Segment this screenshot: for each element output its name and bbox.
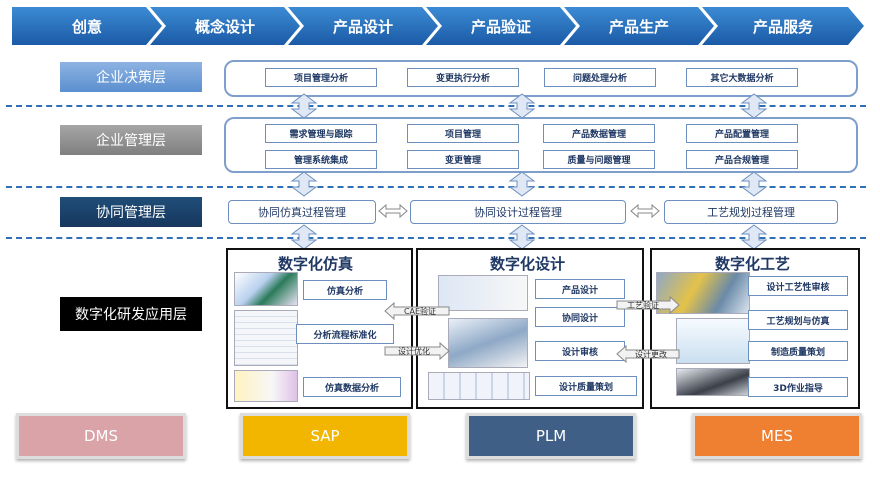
decision-item: 项目管理分析 — [265, 68, 377, 87]
stage-label: 产品验证 — [470, 17, 531, 36]
collab-process-simulation: 协同仿真过程管理 — [228, 200, 376, 224]
system-label: SAP — [310, 427, 340, 445]
stage-label: 创意 — [71, 17, 102, 36]
stage-chevron: 概念设计 — [150, 7, 300, 45]
management-item: 变更管理 — [407, 150, 519, 169]
layer-label-decision: 企业决策层 — [60, 62, 202, 92]
app-product-design: 产品设计 — [535, 279, 625, 299]
app-process-planning-simulation: 工艺规划与仿真 — [748, 310, 848, 330]
toolbar-image — [428, 372, 530, 400]
stage-chevron: 产品服务 — [702, 7, 864, 45]
right-arrow-icon — [384, 342, 450, 360]
double-arrow-icon — [290, 93, 318, 119]
double-arrow-icon — [508, 224, 536, 250]
cad-image — [438, 275, 528, 311]
management-item: 质量与问题管理 — [543, 150, 655, 169]
stage-chevron: 产品验证 — [426, 7, 576, 45]
right-arrow-icon — [616, 296, 680, 314]
simulation-image — [234, 272, 298, 306]
app-design-manufacturability-review: 设计工艺性审核 — [748, 276, 848, 296]
decision-item: 其它大数据分析 — [686, 68, 798, 87]
part-image — [676, 368, 750, 396]
layer-divider — [6, 237, 866, 239]
system-label: PLM — [535, 427, 567, 445]
stage-label: 产品生产 — [608, 17, 669, 36]
double-arrow-icon — [740, 93, 768, 119]
process-plan-image — [676, 318, 750, 364]
left-arrow-icon — [384, 302, 450, 320]
management-item: 管理系统集成 — [265, 150, 377, 169]
system-sap: SAP — [240, 413, 410, 459]
management-item: 产品合规管理 — [686, 150, 798, 169]
layer-label-rd-application: 数字化研发应用层 — [60, 297, 202, 331]
double-arrow-icon — [508, 171, 536, 197]
app-3d-work-instruction: 3D作业指导 — [748, 377, 848, 397]
collab-process-craft: 工艺规划过程管理 — [664, 200, 838, 224]
stage-label: 产品设计 — [332, 17, 393, 36]
double-arrow-icon — [290, 171, 318, 197]
management-item: 项目管理 — [407, 124, 519, 143]
double-arrow-icon — [740, 224, 768, 250]
flow-label-design-change: 设计更改 — [635, 349, 667, 359]
flow-label-design-optimize: 设计优化 — [398, 346, 430, 356]
system-dms: DMS — [16, 413, 186, 459]
stage-label: 概念设计 — [194, 17, 255, 36]
assembly-image — [448, 318, 528, 368]
app-analysis-standardization: 分析流程标准化 — [296, 324, 394, 344]
double-arrow-icon — [508, 93, 536, 119]
app-design-review: 设计审核 — [535, 341, 625, 361]
horizontal-double-arrow-icon — [630, 203, 660, 219]
decision-item: 变更执行分析 — [407, 68, 519, 87]
management-item: 产品数据管理 — [543, 124, 655, 143]
system-label: DMS — [83, 427, 118, 445]
layer-divider — [6, 186, 866, 188]
app-simulation-analysis: 仿真分析 — [303, 280, 387, 300]
double-arrow-icon — [740, 171, 768, 197]
simulation-title: 数字化仿真 — [278, 255, 354, 273]
app-manufacturing-quality-planning: 制造质量策划 — [748, 341, 848, 361]
design-title: 数字化设计 — [490, 255, 566, 273]
left-arrow-icon — [616, 345, 680, 363]
layer-label-collaboration: 协同管理层 — [60, 197, 202, 227]
flow-label-process-verify: 工艺验证 — [627, 300, 659, 310]
decision-item: 问题处理分析 — [544, 68, 656, 87]
app-collaborative-design: 协同设计 — [535, 307, 625, 327]
stage-chevron: 创意 — [12, 7, 162, 45]
stage-chevron: 产品生产 — [564, 7, 714, 45]
double-arrow-icon — [290, 224, 318, 250]
management-item: 需求管理与跟踪 — [265, 124, 377, 143]
management-item: 产品配置管理 — [686, 124, 798, 143]
data-chart-image — [234, 370, 298, 402]
workflow-image — [234, 310, 298, 366]
app-simulation-data-analysis: 仿真数据分析 — [303, 377, 401, 397]
collab-process-design: 协同设计过程管理 — [410, 200, 626, 224]
layer-label-management: 企业管理层 — [60, 125, 202, 155]
flow-label-cae-verify: CAE验证 — [403, 306, 437, 316]
system-label: MES — [761, 427, 793, 445]
stage-label: 产品服务 — [752, 17, 813, 36]
system-plm: PLM — [466, 413, 636, 459]
horizontal-double-arrow-icon — [378, 203, 408, 219]
layer-divider — [6, 105, 866, 107]
system-mes: MES — [692, 413, 862, 459]
app-design-quality-planning: 设计质量策划 — [535, 376, 637, 396]
process-title: 数字化工艺 — [715, 255, 791, 273]
stage-chevron: 产品设计 — [288, 7, 438, 45]
